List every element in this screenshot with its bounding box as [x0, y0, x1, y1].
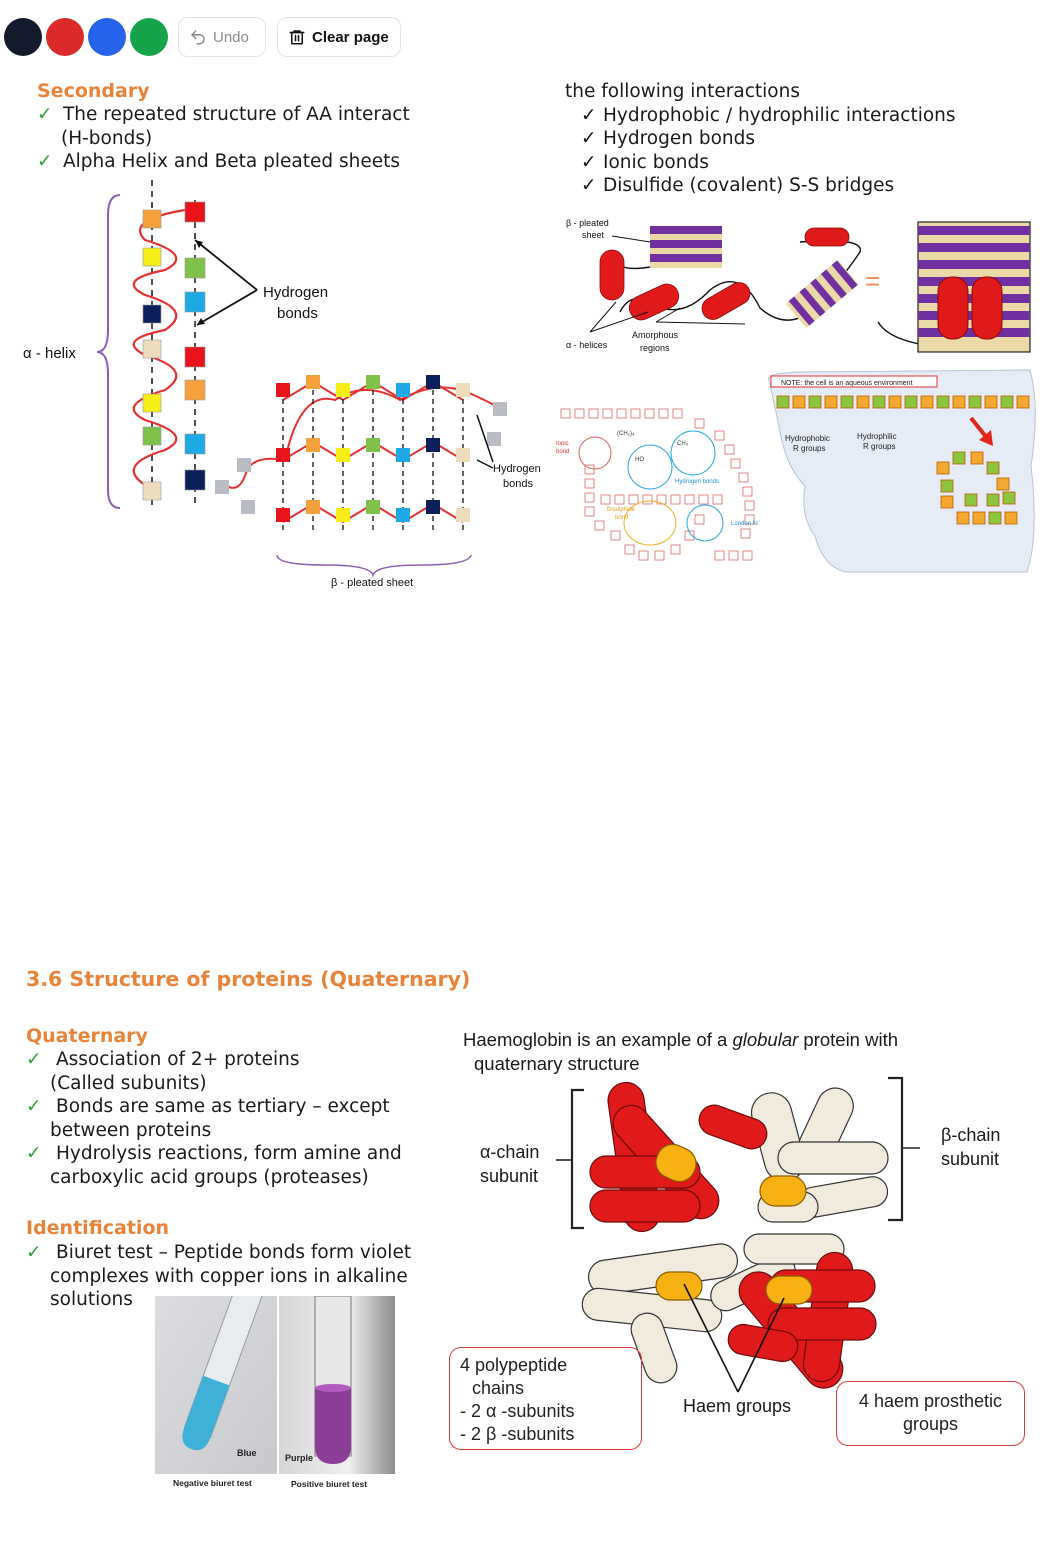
haemoglobin-intro: Haemoglobin is an example of a globular … [463, 1029, 899, 1074]
tertiary-item: ✓Disulfide (covalent) S-S bridges [581, 175, 895, 196]
beta-cylinders [581, 1087, 889, 1384]
haemoglobin-model [556, 1076, 920, 1393]
ionic-label-2: bond [556, 449, 569, 455]
svg-text:(CH₂)₄: (CH₂)₄ [617, 431, 635, 437]
svg-text:CH₃: CH₃ [677, 441, 689, 447]
negative-tube [182, 1296, 263, 1451]
london-label: London fo [731, 521, 758, 527]
negative-caption: Negative biuret test [173, 1478, 252, 1488]
quaternary-item: ✓Association of 2+ proteins [26, 1049, 300, 1070]
pleated-label: β - pleated [566, 218, 609, 228]
clear-page-label: Clear page [312, 28, 389, 46]
purple-label: Purple [285, 1453, 313, 1463]
beta-sheet [215, 375, 507, 530]
amorphous-label-2: regions [640, 343, 670, 353]
quaternary-list: ✓Association of 2+ proteins (Called subu… [26, 1048, 456, 1189]
helix-brace [96, 194, 121, 509]
hydrophilic-label-2: R groups [863, 442, 895, 451]
identification-line: solutions [50, 1289, 133, 1310]
secondary-item: ✓The repeated structure of AA interact [37, 104, 410, 125]
quaternary-item-cont: between proteins [50, 1119, 212, 1141]
tertiary-figure: β - pleated sheet α - helices Amorphous … [566, 218, 1031, 353]
check-icon: ✓ [26, 1242, 42, 1263]
alpha-chain-label: α-chain subunit [480, 1142, 540, 1186]
secondary-item: ✓Alpha Helix and Beta pleated sheets [37, 151, 400, 172]
helix-label: α - helix [23, 345, 76, 362]
color-swatch-blue[interactable] [88, 18, 126, 56]
biuret-photo: Blue Purple Negative biuret test Positiv… [155, 1296, 395, 1489]
pleated-label-2: sheet [582, 230, 605, 240]
haem-groups-label: Haem groups [683, 1396, 792, 1416]
bonds-figure: Ionic bond Hydrogen bonds Disulphide bon… [556, 408, 758, 561]
haem-prosthetic-callout: 4 haem prosthetic groups [836, 1381, 1025, 1446]
identification-text: ✓Biuret test – Peptide bonds form violet… [26, 1241, 456, 1312]
undo-label: Undo [213, 28, 249, 46]
check-icon: ✓ [581, 104, 597, 126]
hydrophilic-label: Hydrophilic [857, 432, 897, 441]
disulphide-label-2: bond [615, 515, 628, 521]
secondary-list: ✓The repeated structure of AA interact (… [37, 103, 477, 174]
hbonds-label: Hydrogen [263, 284, 328, 301]
tertiary-item: ✓Ionic bonds [581, 151, 709, 173]
polypeptide-callout: 4 polypeptide chains - 2 α -subunits - 2… [449, 1347, 642, 1450]
check-icon: ✓ [37, 151, 53, 172]
positive-tube [314, 1296, 352, 1464]
bonds-hbonds-label: Hydrogen bonds [675, 479, 719, 485]
quaternary-item-cont: carboxylic acid groups (proteases) [50, 1166, 369, 1188]
secondary-heading: Secondary [37, 80, 150, 102]
check-icon: ✓ [581, 175, 597, 196]
quaternary-item: ✓Bonds are same as tertiary – except [26, 1096, 390, 1117]
haem-groups [655, 1143, 813, 1305]
hydrophobic-label-2: R groups [793, 444, 825, 453]
undo-icon [191, 30, 205, 45]
check-icon: ✓ [26, 1049, 42, 1070]
identification-line: complexes with copper ions in alkaline [50, 1265, 408, 1287]
color-swatch-red[interactable] [46, 18, 84, 56]
color-swatch-green[interactable] [130, 18, 168, 56]
trash-icon [289, 30, 305, 45]
aqueous-note: NOTE: the cell is an aqueous environment [781, 380, 913, 387]
check-icon: ✓ [581, 151, 597, 173]
disulphide-label: Disulphide [607, 507, 636, 513]
tertiary-list: the following interactions ✓Hydrophobic … [565, 80, 1025, 198]
hydrophobic-label: Hydrophobic [785, 434, 830, 443]
quaternary-section-title: 3.6 Structure of proteins (Quaternary) [26, 967, 471, 991]
sheet-label: β - pleated sheet [331, 577, 413, 589]
hbonds-label-2: bonds [277, 305, 318, 322]
equals-sign: = [865, 266, 880, 296]
beta-chain-label: β-chain subunit [941, 1125, 1001, 1169]
color-swatch-black[interactable] [4, 18, 42, 56]
clear-page-button[interactable]: Clear page [277, 17, 401, 57]
sheet-stack [650, 226, 722, 268]
check-icon: ✓ [37, 104, 53, 125]
check-icon: ✓ [581, 128, 597, 149]
aqueous-chain [776, 395, 1030, 525]
identification-line: ✓Biuret test – Peptide bonds form violet [26, 1242, 412, 1263]
small-hbonds-label-2: bonds [503, 478, 533, 490]
quaternary-heading: Quaternary [26, 1025, 148, 1047]
svg-text:HO: HO [635, 457, 644, 463]
check-icon: ✓ [26, 1096, 42, 1117]
folded-stack [917, 221, 1031, 353]
tertiary-item: ✓Hydrogen bonds [581, 128, 756, 149]
helices-label: α - helices [566, 340, 608, 350]
tertiary-item: ✓Hydrophobic / hydrophilic interactions [581, 104, 956, 126]
amorphous-label: Amorphous [632, 330, 679, 340]
helix-sheet-figure: Hydrogen bonds α - helix [23, 180, 541, 589]
undo-button[interactable]: Undo [178, 17, 266, 57]
small-hbonds-label: Hydrogen [493, 463, 541, 475]
helix-residues [142, 201, 206, 501]
blue-label: Blue [237, 1448, 257, 1458]
identification-heading: Identification [26, 1217, 170, 1239]
positive-caption: Positive biuret test [291, 1479, 367, 1489]
quaternary-item-cont: (Called subunits) [50, 1072, 207, 1094]
ionic-label: Ionic [556, 441, 569, 447]
aqueous-figure: NOTE: the cell is an aqueous environment… [768, 369, 1036, 573]
helix-backbone [132, 208, 186, 486]
quaternary-item: ✓Hydrolysis reactions, form amine and [26, 1143, 402, 1164]
tertiary-intro: the following interactions [565, 81, 800, 102]
secondary-item-cont: (H-bonds) [61, 127, 153, 149]
check-icon: ✓ [26, 1143, 42, 1164]
